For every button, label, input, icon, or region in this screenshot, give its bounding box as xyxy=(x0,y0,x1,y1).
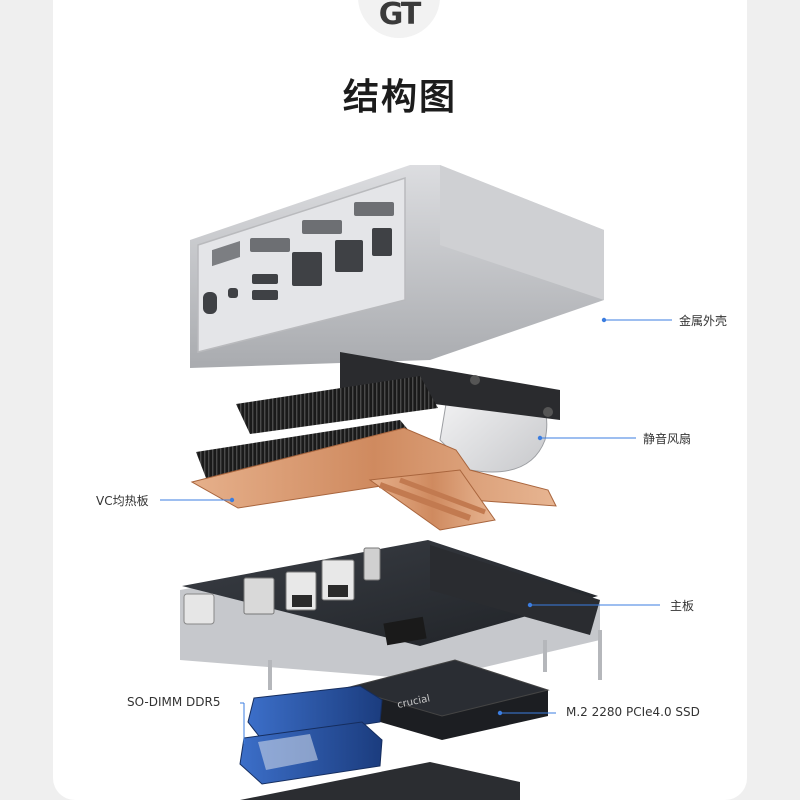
metal-shell xyxy=(190,165,604,368)
so-dimm-ram xyxy=(239,685,383,785)
callout-lines xyxy=(160,319,672,744)
shell-vents xyxy=(250,202,394,252)
callout-ssd: M.2 2280 PCIe4.0 SSD xyxy=(566,705,700,719)
motherboard xyxy=(180,540,602,690)
callout-motherboard: 主板 xyxy=(670,599,695,613)
m2-ssd: crucial xyxy=(344,659,550,740)
callout-metal-shell: 金属外壳 xyxy=(679,314,728,328)
io-ports xyxy=(183,547,381,625)
page-title: 结构图 xyxy=(342,77,457,118)
callout-silent-fan: 静音风扇 xyxy=(643,432,692,446)
bottom-plate xyxy=(240,762,520,800)
callout-ram: SO-DIMM DDR5 xyxy=(127,695,221,709)
callout-vc-heatsink: VC均热板 xyxy=(96,494,149,508)
logo-text: GT xyxy=(378,0,422,32)
shell-ports xyxy=(203,228,392,314)
vc-heatsink xyxy=(190,376,557,531)
silent-fan xyxy=(340,352,560,473)
callout-dots xyxy=(229,317,607,716)
board-standoffs xyxy=(268,630,602,690)
